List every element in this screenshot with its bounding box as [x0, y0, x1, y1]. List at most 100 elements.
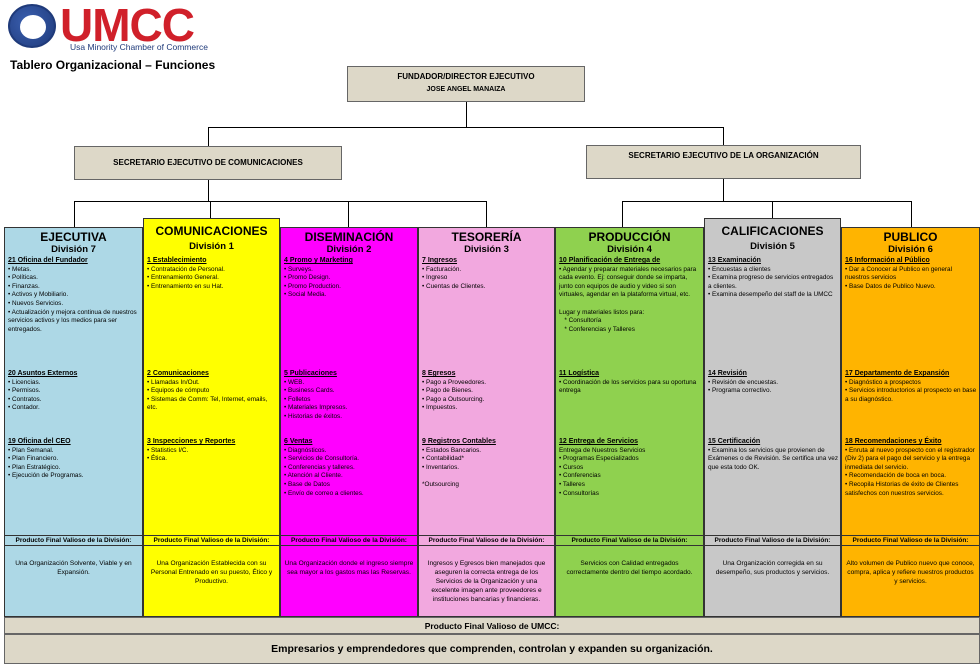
division-number: División 5 [750, 241, 795, 252]
department-item: • WEB. [284, 378, 305, 386]
department-section: 15 Certificación• Examina los servicios … [708, 438, 838, 472]
department-item: • Talleres [559, 480, 585, 488]
division-number: División 3 [464, 244, 509, 255]
department-item: • Materiales Impresos. [284, 404, 348, 412]
department-item: • Contador. [8, 404, 40, 412]
department-section: 16 Información al Público• Dar a Conocer… [845, 257, 977, 291]
department-item: • Conferencias y talleres. [284, 463, 355, 471]
department-section: 14 Revisión• Revisión de encuestas.• Pro… [708, 370, 838, 396]
department-item: • Pago a Outsourcing. [422, 395, 485, 403]
department-item: • Programa correctivo. [708, 387, 772, 395]
division-header: COMUNICACIONES División 1 [144, 219, 279, 256]
page-title: Tablero Organizacional – Funciones [10, 58, 216, 72]
department-title: 9 Registros Contables [422, 438, 496, 445]
department-item: • Actualización y mejora continua de nue… [8, 308, 139, 333]
department-item: • Dar a Conocer al Publico en general nu… [845, 265, 954, 282]
department-item: • Recopila Historias de éxito de Cliente… [845, 480, 961, 497]
department-item: • Facturación. [422, 265, 462, 273]
department-item: • Finanzas. [8, 282, 40, 290]
department-item: • Contabilidad* [422, 455, 465, 463]
department-title: 16 Información al Público [845, 257, 930, 264]
department-item: • Base de Datos [284, 480, 330, 488]
department-item: • Estados Bancarios. [422, 446, 482, 454]
department-title: 6 Ventas [284, 438, 313, 445]
department-title: 8 Egresos [422, 370, 456, 377]
department-item: • Impuestos. [422, 404, 458, 412]
department-item: * Consultoría [559, 317, 602, 325]
department-item: • Inventarios. [422, 463, 460, 471]
division-product-label: Producto Final Valioso de la División: [5, 535, 142, 546]
department-item: • Políticas. [8, 274, 38, 282]
division-product-label: Producto Final Valioso de la División: [144, 535, 279, 546]
department-item: • Conferencias [559, 472, 601, 480]
founder-role: FUNDADOR/DIRECTOR EJECUTIVO [397, 72, 535, 81]
secretary-communications-label: SECRETARIO EJECUTIVO DE COMUNICACIONES [113, 158, 303, 167]
department-item: • Promo Production. [284, 282, 341, 290]
department-item: • Pago a Proveedores. [422, 378, 487, 386]
department-section: 6 Ventas• Diagnósticos.• Servicios de Co… [284, 438, 415, 498]
department-section: 5 Publicaciones• WEB.• Business Cards.• … [284, 370, 415, 422]
department-item: • Contratos. [8, 395, 42, 403]
department-item: • Equipos de cómputo [147, 387, 210, 395]
department-title: 2 Comunicaciones [147, 370, 209, 377]
department-item: • Ética. [147, 455, 167, 463]
division-product-text: Servicios con Calidad entregados correct… [566, 560, 693, 576]
department-item: • Ejecución de Programas. [8, 472, 84, 480]
division-title: TESORERÍA [451, 230, 522, 244]
founder-box: FUNDADOR/DIRECTOR EJECUTIVO JOSE ANGEL M… [347, 66, 585, 102]
final-product-text-box: Empresarios y emprendedores que comprend… [4, 634, 980, 664]
department-item: • Recomendación de boca en boca. [845, 472, 947, 480]
department-item: • Examina progreso de servicios entregad… [708, 274, 835, 290]
final-product-label: Producto Final Valioso de UMCC: [424, 621, 560, 631]
department-title: 4 Promo y Marketing [284, 257, 353, 264]
department-title: 15 Certificación [708, 438, 761, 445]
department-item: • Atención al Cliente. [284, 472, 343, 480]
department-title: 19 Oficina del CEO [8, 438, 71, 445]
department-item: • Coordinación de los servicios para su … [559, 378, 699, 395]
globe-icon [8, 4, 56, 48]
department-title: 17 Departamento de Expansión [845, 370, 950, 377]
department-section: 9 Registros Contables• Estados Bancarios… [422, 438, 552, 490]
department-section: 11 Logística• Coordinación de los servic… [559, 370, 701, 396]
department-item: • Ingreso [422, 274, 448, 282]
department-title: 11 Logística [559, 370, 600, 377]
department-item: • Entrenamiento General. [147, 274, 219, 282]
division-title: COMUNICACIONES [155, 224, 268, 238]
secretary-communications-box: SECRETARIO EJECUTIVO DE COMUNICACIONES [74, 146, 342, 180]
department-title: 14 Revisión [708, 370, 747, 377]
department-item: • Llamadas In/Out. [147, 378, 200, 386]
department-item: • Examina los servicios que provienen de… [708, 446, 840, 471]
division-product-text: Una Organización corregida en su desempe… [715, 560, 830, 576]
department-title: 10 Planificación de Entrega de [559, 257, 661, 264]
umcc-logo: UMCC Usa Minority Chamber of Commerce [8, 0, 218, 52]
division-product-label: Producto Final Valioso de la División: [419, 535, 554, 546]
department-item: Lugar y materiales listos para: [559, 308, 645, 316]
department-item: • Revisión de encuestas. [708, 378, 779, 386]
department-title: 7 Ingresos [422, 257, 458, 264]
division-number: División 1 [189, 241, 234, 252]
department-item: • Plan Semanal. [8, 446, 54, 454]
department-title: 12 Entrega de Servicios [559, 438, 638, 445]
department-item: • Contratación de Personal. [147, 265, 225, 273]
department-item: • Folletos [284, 395, 311, 403]
secretary-organization-label: SECRETARIO EJECUTIVO DE LA ORGANIZACIÓN [628, 151, 819, 160]
division-product-text: Una Organización Establecida con su Pers… [150, 560, 273, 585]
department-item: Entrega de Nuestros Servicios [559, 446, 646, 454]
department-item: *Outsourcing [422, 480, 459, 488]
department-title: 13 Examinación [708, 257, 761, 264]
department-section: 10 Planificación de Entrega de• Agendar … [559, 257, 701, 334]
department-title: 5 Publicaciones [284, 370, 337, 377]
division-product-label: Producto Final Valioso de la División: [842, 535, 979, 546]
department-item: • Servicios introductorios al prospecto … [845, 387, 978, 403]
department-item: • Enruta al nuevo prospecto con el regis… [845, 446, 977, 471]
department-item: • Licencias. [8, 378, 41, 386]
department-title: 20 Asuntos Externos [8, 370, 78, 377]
department-section: 8 Egresos• Pago a Proveedores.• Pago de … [422, 370, 552, 413]
